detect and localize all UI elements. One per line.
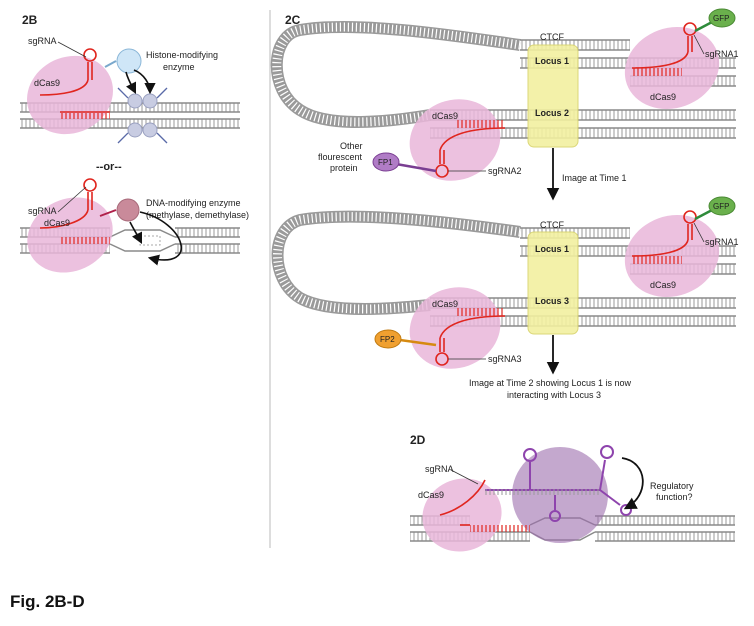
panel-2c: 2C	[270, 8, 739, 400]
panel-2b-histone-scenario: sgRNA dCas9 Histone-modifying enzyme	[20, 36, 240, 144]
dcas9-protein	[27, 197, 113, 273]
panel-2c-time2: CTCF Locus 1 Locus 3 GFP sgRNA1 dCas9	[271, 196, 739, 369]
sgrna3-label: sgRNA3	[488, 354, 522, 364]
fp2-tag	[374, 329, 402, 349]
modification-arrow	[133, 69, 156, 95]
sgrna1-label: sgRNA1	[705, 237, 739, 247]
figure-caption: Fig. 2B-D	[10, 592, 85, 611]
dcas9-protein	[409, 99, 501, 181]
sgrna-structure	[439, 479, 486, 526]
dcas9-label: dCas9	[650, 92, 676, 102]
locus-1-label: Locus 1	[535, 244, 569, 254]
arrow-label-time2-line1: Image at Time 2 showing Locus 1 is now	[469, 378, 632, 388]
panel-2d-label: 2D	[410, 433, 426, 447]
other-fp-label-line1: Other	[340, 141, 363, 151]
regulatory-arrow	[621, 457, 644, 510]
sgrna-label: sgRNA	[425, 464, 454, 474]
ctcf-region	[527, 231, 579, 335]
dcas9-label: dCas9	[44, 218, 70, 228]
sgrna-label: sgRNA	[28, 206, 57, 216]
modification-arrow	[139, 211, 182, 266]
other-fp-label-line3: protein	[330, 163, 358, 173]
panel-2b-dna-scenario: sgRNA dCas9 DNA-modifying enzyme (methyl…	[20, 178, 249, 273]
gfp-tag	[708, 196, 736, 216]
panel-2c-time1: CTCF Locus 1 Locus 2 GFP sgRNA1 dCas9	[270, 8, 739, 181]
dcas9-protein	[27, 55, 113, 135]
locus-2-label: Locus 2	[535, 108, 569, 118]
sgrna-structure	[39, 48, 110, 113]
dcas9-label: dCas9	[34, 78, 60, 88]
histone-enzyme	[116, 48, 142, 74]
locus-3-label: Locus 3	[535, 296, 569, 306]
dcas9-label: dCas9	[650, 280, 676, 290]
arrow-label-time1: Image at Time 1	[562, 173, 627, 183]
arrow-label-time2-line2: interacting with Locus 3	[507, 390, 601, 400]
sgrna-label: sgRNA	[28, 36, 57, 46]
ctcf-label: CTCF	[540, 32, 564, 42]
dna-enzyme-label-line2: (methylase, demethylase)	[146, 210, 249, 220]
dcas9-protein	[422, 478, 502, 552]
dna-modifying-enzyme	[116, 198, 140, 222]
gfp-label: GFP	[713, 202, 729, 211]
panel-2b-label: 2B	[22, 13, 38, 27]
regulatory-label-line1: Regulatory	[650, 481, 694, 491]
dcas9-label: dCas9	[432, 299, 458, 309]
other-fp-label-line2: flourescent	[318, 152, 363, 162]
gfp-label: GFP	[713, 14, 729, 23]
fp1-label: FP1	[378, 158, 393, 167]
sgrna-structure	[631, 22, 697, 69]
dcas9-label: dCas9	[432, 111, 458, 121]
ctcf-region	[527, 44, 579, 148]
dcas9-protein	[409, 287, 501, 369]
panel-2c-label: 2C	[285, 13, 301, 27]
fp2-label: FP2	[380, 335, 395, 344]
ctcf-label: CTCF	[540, 220, 564, 230]
histone-enzyme-label-line1: Histone-modifying	[146, 50, 218, 60]
fp1-tag	[372, 152, 400, 172]
modification-arrow	[129, 221, 143, 245]
sgrna2-label: sgRNA2	[488, 166, 522, 176]
sgrna1-label: sgRNA1	[705, 49, 739, 59]
panel-2d: 2D	[410, 433, 735, 552]
dcas9-label: dCas9	[418, 490, 444, 500]
locus-1-label: Locus 1	[535, 56, 569, 66]
modification-arrow	[125, 71, 137, 95]
gfp-tag	[708, 8, 736, 28]
histone-enzyme-label-line2: enzyme	[163, 62, 195, 72]
dna-enzyme-label-line1: DNA-modifying enzyme	[146, 198, 241, 208]
nucleosome	[117, 87, 168, 144]
regulatory-label-line2: function?	[656, 492, 693, 502]
or-separator: --or--	[96, 161, 122, 173]
sgrna-structure	[39, 178, 97, 229]
panel-2b: 2B sgRNA dCas9	[20, 13, 249, 273]
sgrna-structure	[631, 210, 697, 257]
